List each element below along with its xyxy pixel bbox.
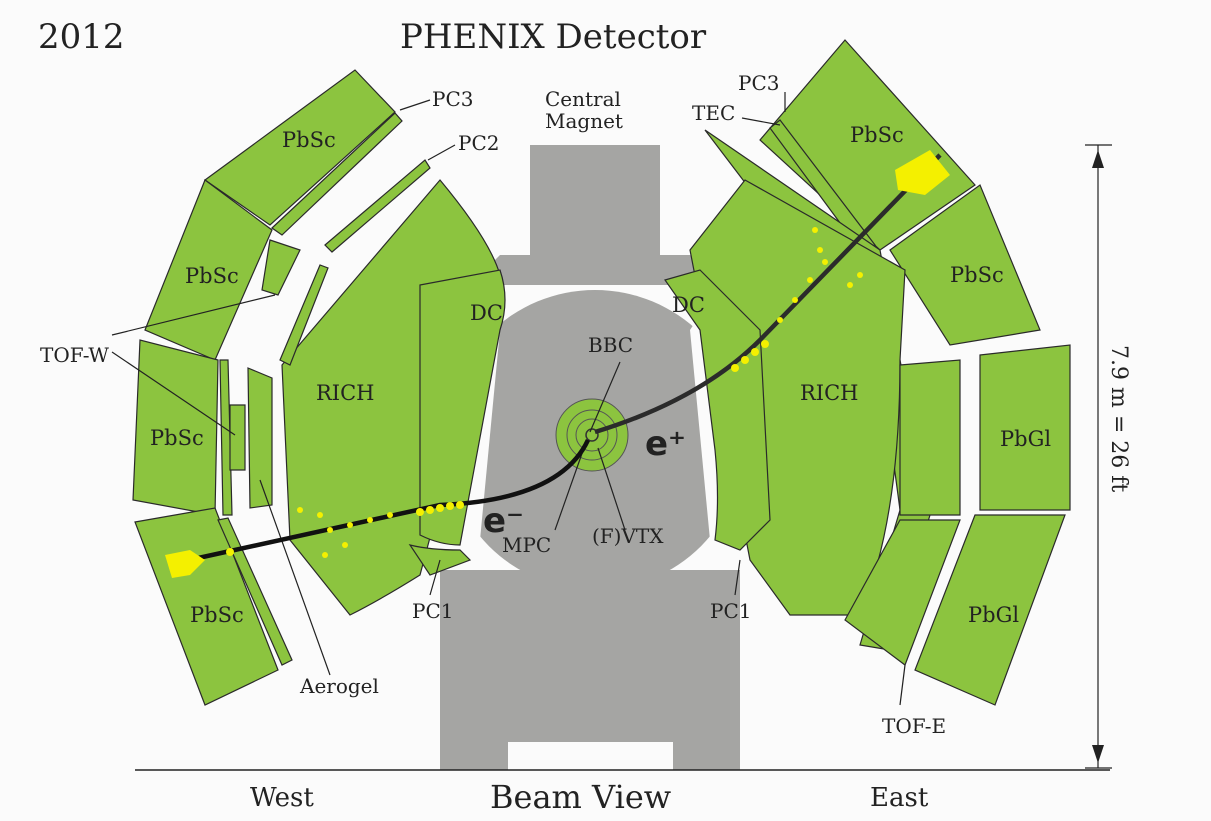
east-lower-pc — [844, 519, 961, 666]
label-aerogel: Aerogel — [299, 674, 379, 698]
footer-center: Beam View — [490, 778, 671, 816]
label-pbsc-west-2: PbSc — [185, 264, 239, 288]
west-pc3-lower — [219, 359, 233, 516]
year-label: 2012 — [38, 17, 125, 57]
label-pbsc-east-1: PbSc — [850, 123, 904, 147]
east-arm — [664, 39, 1071, 706]
footer-east: East — [870, 783, 929, 813]
west-pc2-long — [279, 264, 329, 366]
west-arm — [132, 69, 506, 706]
east-dc — [664, 269, 771, 551]
west-pc3-strip — [271, 112, 403, 236]
label-positron: e⁺ — [645, 424, 686, 464]
west-pc3-bottom — [217, 517, 293, 666]
label-tof-w: TOF-W — [40, 343, 109, 367]
label-pbsc-east-2: PbSc — [950, 263, 1004, 287]
label-dc-west: DC — [470, 301, 503, 325]
label-pc1-east: PC1 — [710, 599, 751, 623]
label-pbsc-west-3: PbSc — [150, 426, 204, 450]
label-pbsc-west-1: PbSc — [282, 128, 336, 152]
label-rich-east: RICH — [800, 381, 859, 405]
label-pbgl-east-2: PbGl — [968, 603, 1019, 627]
label-pc3-east: PC3 — [738, 71, 779, 95]
footer-west: West — [250, 783, 314, 813]
leader-lines — [111, 92, 906, 706]
east-pbgl-sector-1 — [979, 344, 1071, 511]
label-pbgl-east-1: PbGl — [1000, 427, 1051, 451]
label-pbsc-west-4: PbSc — [190, 603, 244, 627]
label-dc-east: DC — [672, 293, 705, 317]
label-electron: e⁻ — [483, 501, 524, 541]
label-fvtx: (F)VTX — [592, 524, 664, 548]
dimension-arrow — [1085, 144, 1112, 769]
magnet-label-line2: Magnet — [545, 109, 623, 133]
west-dc — [419, 269, 506, 546]
tof-w-lower — [229, 404, 246, 471]
west-pbsc-sector-1 — [203, 69, 396, 226]
west-pbsc-sector-2 — [144, 179, 273, 361]
particle-tracks — [165, 150, 950, 578]
label-tof-e: TOF-E — [882, 714, 946, 738]
vertex-detectors — [555, 398, 629, 472]
label-pc2-west: PC2 — [458, 131, 499, 155]
east-tof — [899, 359, 961, 516]
magnet-label-line1: Central — [545, 87, 621, 111]
label-rich-west: RICH — [316, 381, 375, 405]
dimension-label: 7.9 m = 26 ft — [1106, 345, 1131, 492]
east-pbgl-sector-2 — [914, 514, 1066, 706]
west-pbsc-sector-3 — [132, 339, 219, 516]
label-bbc: BBC — [588, 333, 633, 357]
label-pc3-west: PC3 — [432, 87, 473, 111]
east-pbsc-sector-2 — [889, 184, 1041, 346]
tof-w-upper — [261, 239, 301, 296]
aerogel-block — [247, 367, 273, 509]
title: PHENIX Detector — [400, 17, 707, 57]
label-mpc: MPC — [502, 533, 551, 557]
label-tec: TEC — [692, 101, 735, 125]
label-pc1-west: PC1 — [412, 599, 453, 623]
west-pc2-strip — [324, 159, 431, 253]
